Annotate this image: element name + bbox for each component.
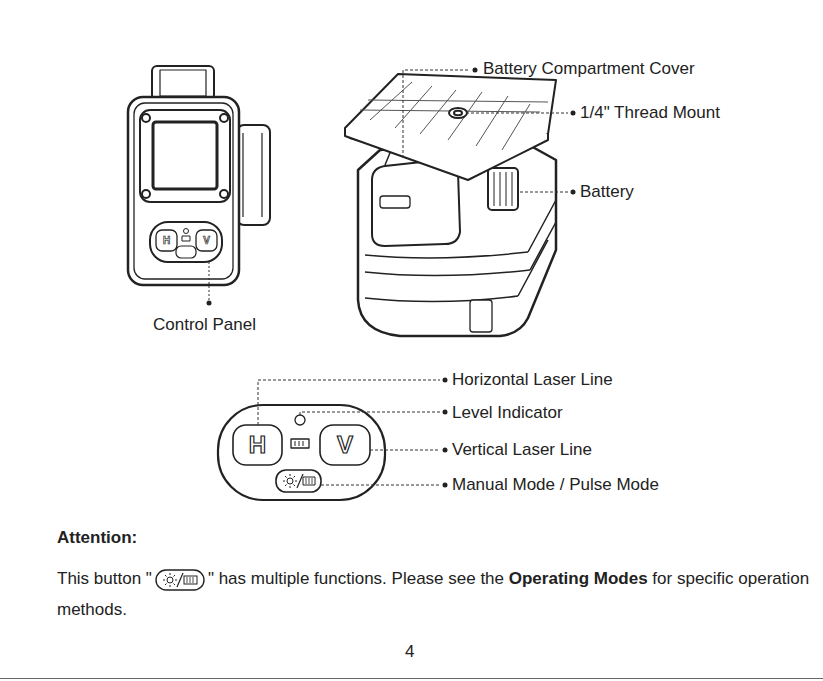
button-icon [156, 570, 204, 590]
leader-dot [443, 378, 448, 488]
perspective-view [454, 111, 462, 115]
control-panel [303, 477, 315, 485]
front-view [182, 236, 190, 241]
leader-dot [473, 68, 576, 195]
control-panel [320, 425, 370, 465]
control-panel [297, 474, 303, 488]
perspective-view [488, 168, 518, 210]
control-panel [283, 474, 297, 488]
leader-dot [443, 448, 448, 453]
footer-rule [0, 678, 823, 679]
front-view [160, 70, 206, 96]
leader-line [258, 380, 440, 425]
callout-label: Vertical Laser Line [452, 440, 592, 460]
leader-line [209, 262, 210, 301]
leader-line [300, 412, 440, 415]
leader-line [370, 450, 440, 451]
front-view [196, 230, 217, 251]
button-icon [152, 568, 208, 592]
control-panel [218, 405, 385, 500]
control-panel [233, 425, 282, 465]
attention-paragraph: This button " " has multiple functions. P… [57, 563, 822, 625]
perspective-view [380, 196, 410, 208]
callout-label: Control Panel [153, 315, 256, 335]
perspective-view [518, 200, 556, 296]
perspective-view [360, 82, 548, 150]
perspective-view [365, 252, 530, 302]
control-panel [276, 470, 321, 492]
button-icon [177, 573, 183, 587]
perspective-view [470, 300, 492, 332]
button-icon [184, 576, 197, 584]
leader-dot [473, 68, 478, 73]
front-view [152, 66, 214, 100]
page-number: 4 [405, 642, 414, 662]
front-view [220, 114, 228, 122]
leader-dot [443, 483, 448, 488]
leader-dot [443, 378, 448, 383]
perspective-view [494, 172, 512, 206]
button-letter: H [249, 432, 266, 458]
front-view [156, 230, 177, 251]
leader-line [520, 192, 568, 193]
control-panel [295, 415, 305, 425]
leader-dot [207, 301, 212, 306]
button-letter: V [337, 432, 353, 458]
callout-label: Level Indicator [452, 403, 563, 423]
note-text: " has multiple functions. Please see the [208, 569, 504, 588]
control-panel [306, 478, 312, 484]
leader-line [209, 262, 210, 301]
perspective-view [345, 128, 548, 180]
leader-dot [571, 190, 576, 195]
front-view [176, 246, 196, 258]
leader-line [258, 380, 440, 485]
callout-label: 1/4" Thread Mount [580, 103, 720, 123]
button-letter: V [203, 235, 210, 247]
front-view [220, 190, 228, 198]
control-panel [218, 405, 385, 500]
control-panel [295, 441, 303, 446]
callout-label: Battery [580, 182, 634, 202]
front-view [142, 190, 150, 198]
front-view [140, 110, 230, 202]
front-view [134, 103, 233, 279]
front-view [128, 66, 270, 285]
leader-line [403, 70, 568, 192]
callout-label: Horizontal Laser Line [452, 370, 613, 390]
leader-line [321, 485, 440, 486]
perspective-view [345, 74, 556, 336]
front-view [153, 122, 217, 189]
leader-line [403, 70, 470, 158]
note-heading: Attention: [57, 528, 137, 548]
note-text: Operating Modes [509, 569, 648, 588]
perspective-view [449, 108, 467, 118]
note-text: This button " [57, 569, 152, 588]
front-view [237, 125, 270, 225]
callout-label: Manual Mode / Pulse Mode [452, 475, 659, 495]
button-icon [187, 577, 193, 583]
front-view [243, 133, 262, 217]
button-icon [167, 577, 173, 583]
control-panel [287, 478, 293, 484]
front-view [184, 229, 189, 234]
button-letter: H [163, 235, 170, 247]
leader-dot [571, 111, 576, 116]
callout-label: Battery Compartment Cover [483, 59, 695, 79]
button-icon [163, 573, 177, 587]
control-panel [291, 439, 309, 448]
leader-line [466, 113, 568, 114]
front-view [150, 222, 222, 262]
leader-dot [443, 410, 448, 415]
front-view [142, 114, 150, 122]
front-view [128, 97, 239, 285]
button-icon [156, 570, 204, 590]
